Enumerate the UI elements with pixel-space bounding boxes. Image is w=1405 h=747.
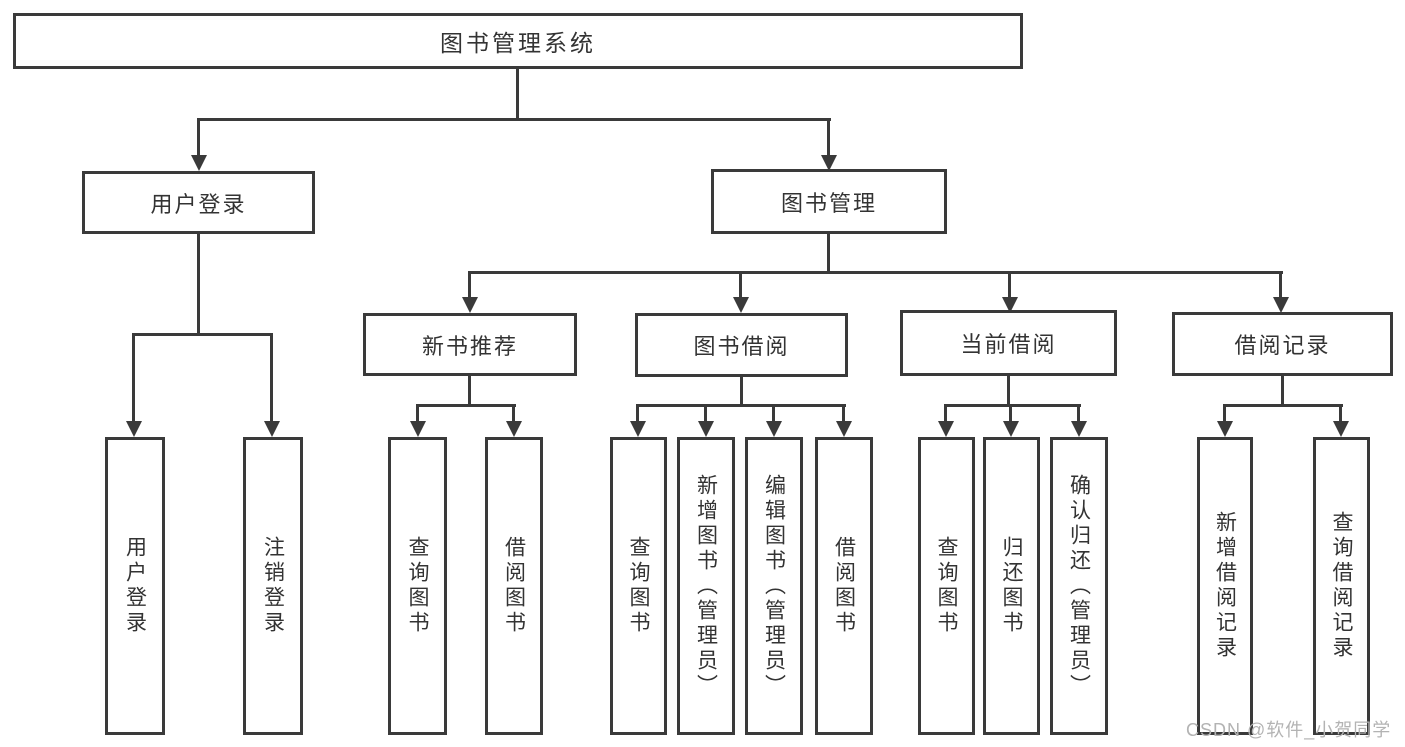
connector-line [740, 377, 743, 406]
connector-line [1339, 404, 1342, 423]
leaf-bb-query-books: 查询图书 [610, 437, 667, 735]
connector-line [1008, 271, 1011, 299]
connector-line [132, 333, 135, 423]
arrow-down-icon [698, 421, 714, 437]
connector-line [1223, 404, 1343, 407]
leaf-cb-query-books: 查询图书 [918, 437, 975, 735]
connector-line [197, 234, 200, 335]
node-library-management-system: 图书管理系统 [13, 13, 1023, 69]
connector-line [1077, 404, 1080, 423]
arrow-down-icon [1071, 421, 1087, 437]
connector-line [468, 376, 471, 407]
leaf-logout: 注销登录 [243, 437, 303, 735]
arrow-down-icon [506, 421, 522, 437]
node-book-borrowing: 图书借阅 [635, 313, 848, 377]
arrow-down-icon [630, 421, 646, 437]
connector-line [944, 404, 1081, 407]
leaf-nbr-borrow-books: 借阅图书 [485, 437, 543, 735]
connector-line [468, 271, 1283, 274]
connector-line [512, 404, 515, 423]
arrow-down-icon [836, 421, 852, 437]
connector-line [944, 404, 947, 423]
leaf-cb-return-books: 归还图书 [983, 437, 1040, 735]
leaf-nbr-query-books: 查询图书 [388, 437, 447, 735]
arrow-down-icon [1273, 297, 1289, 313]
leaf-cb-confirm-return-admin: 确认归还（管理员） [1050, 437, 1108, 735]
arrow-down-icon [1003, 421, 1019, 437]
connector-line [1007, 376, 1010, 406]
connector-line [704, 404, 707, 423]
arrow-down-icon [766, 421, 782, 437]
connector-line [197, 118, 831, 121]
connector-line [827, 118, 830, 158]
connector-line [772, 404, 775, 423]
connector-line [636, 404, 639, 423]
connector-line [270, 333, 273, 423]
leaf-bb-edit-books-admin: 编辑图书（管理员） [745, 437, 803, 735]
connector-line [636, 404, 846, 407]
connector-line [1223, 404, 1226, 423]
node-book-management: 图书管理 [711, 169, 947, 234]
connector-line [468, 271, 471, 299]
node-borrowing-records: 借阅记录 [1172, 312, 1393, 376]
csdn-watermark: CSDN @软件_小贺同学 [1186, 720, 1392, 740]
connector-line [197, 118, 200, 158]
connector-line [132, 333, 273, 336]
connector-line [516, 69, 519, 120]
node-current-borrowing: 当前借阅 [900, 310, 1117, 376]
arrow-down-icon [821, 155, 837, 171]
arrow-down-icon [410, 421, 426, 437]
connector-line [827, 234, 830, 274]
leaf-bb-borrow-books: 借阅图书 [815, 437, 873, 735]
arrow-down-icon [191, 155, 207, 171]
arrow-down-icon [126, 421, 142, 437]
leaf-bb-add-books-admin: 新增图书（管理员） [677, 437, 735, 735]
arrow-down-icon [1002, 297, 1018, 313]
connector-line [1281, 376, 1284, 406]
node-user-login: 用户登录 [82, 171, 315, 234]
connector-line [1009, 404, 1012, 423]
arrow-down-icon [462, 297, 478, 313]
connector-line [416, 404, 419, 423]
connector-line [1279, 271, 1282, 299]
arrow-down-icon [1333, 421, 1349, 437]
leaf-br-add-borrow-record: 新增借阅记录 [1197, 437, 1253, 735]
arrow-down-icon [733, 297, 749, 313]
leaf-user-login: 用户登录 [105, 437, 165, 735]
connector-line [842, 404, 845, 423]
arrow-down-icon [264, 421, 280, 437]
arrow-down-icon [938, 421, 954, 437]
connector-line [739, 271, 742, 299]
node-new-book-recommendation: 新书推荐 [363, 313, 577, 376]
arrow-down-icon [1217, 421, 1233, 437]
connector-line [416, 404, 516, 407]
leaf-br-query-borrow-record: 查询借阅记录 [1313, 437, 1370, 735]
